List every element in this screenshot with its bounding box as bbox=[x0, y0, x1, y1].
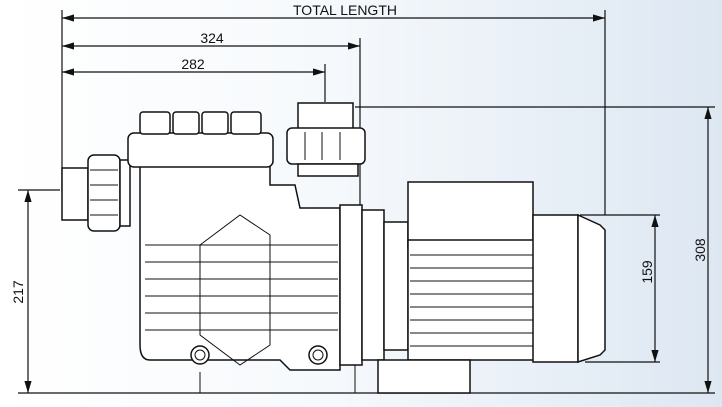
dimension-217: 217 bbox=[10, 190, 32, 393]
height-308-label: 308 bbox=[692, 238, 708, 262]
pump-body bbox=[61, 102, 606, 394]
dimension-159: 159 bbox=[639, 215, 659, 362]
dimension-324: 324 bbox=[62, 30, 360, 50]
dimension-308: 308 bbox=[692, 107, 712, 393]
dimension-282: 282 bbox=[62, 56, 325, 76]
height-159-label: 159 bbox=[639, 260, 655, 284]
extension-lines bbox=[18, 10, 715, 394]
height-217-label: 217 bbox=[10, 280, 26, 304]
length-282-label: 282 bbox=[181, 56, 205, 72]
dimension-total-length: TOTAL LENGTH bbox=[62, 2, 605, 22]
total-length-label: TOTAL LENGTH bbox=[293, 2, 397, 18]
length-324-label: 324 bbox=[200, 30, 224, 46]
